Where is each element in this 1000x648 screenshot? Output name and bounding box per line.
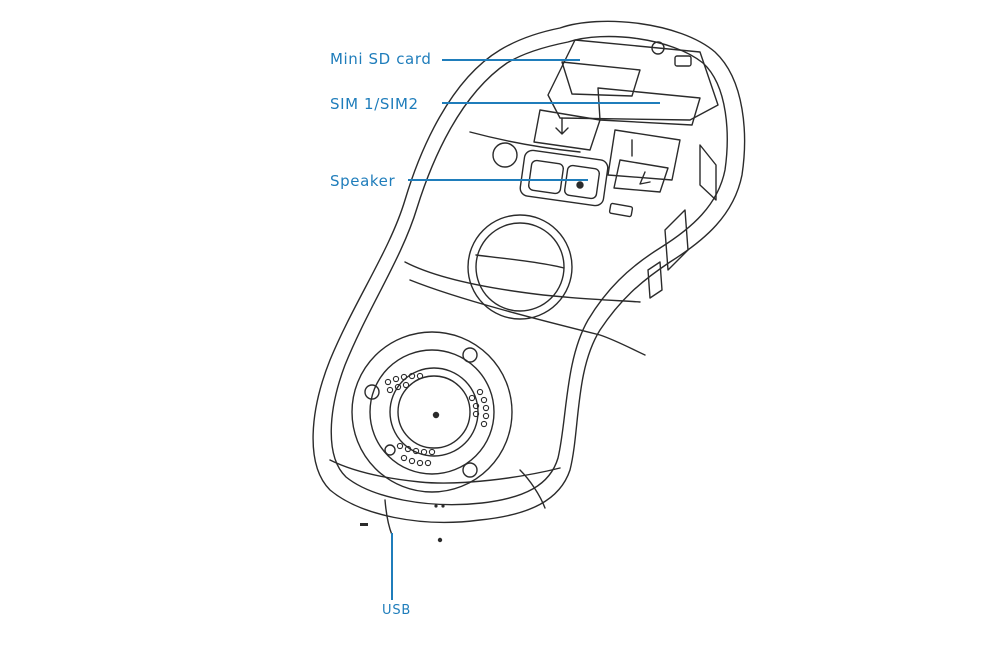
charge-pad-center	[432, 411, 440, 419]
round-pad-outer	[467, 214, 573, 320]
speaker-housing	[519, 149, 609, 207]
speaker-inner-left	[528, 159, 564, 195]
bottom-cap-line-2	[384, 499, 393, 536]
callout-speaker: Speaker	[330, 172, 396, 190]
callout-usb: USB	[382, 603, 412, 618]
sim-card-shape	[597, 87, 701, 126]
side-slot-2	[664, 209, 689, 271]
screw	[462, 347, 478, 363]
switch-icon	[608, 202, 634, 218]
button-circle	[492, 142, 518, 168]
top-tab	[674, 55, 692, 67]
tray-inner	[533, 109, 601, 151]
sim-slot-2b	[613, 159, 669, 193]
charge-pad-outer	[351, 331, 513, 493]
lower-band-2	[409, 279, 646, 356]
bottom-cap-line-3	[519, 469, 546, 509]
callout-sim: SIM 1/SIM2	[330, 95, 419, 113]
charge-pad-mid	[369, 349, 495, 475]
callout-sd-card: Mini SD card	[330, 50, 432, 68]
speaker-dot	[576, 181, 584, 189]
arrow-icon-3	[639, 171, 651, 185]
screw	[462, 462, 478, 478]
arrow-icon	[555, 117, 569, 135]
charge-pad-ring	[389, 367, 479, 457]
charge-pad-ring-2	[397, 375, 471, 449]
device-body-inner-rim	[330, 35, 728, 506]
lower-band	[404, 261, 641, 303]
screw	[364, 384, 380, 400]
screw	[384, 444, 396, 456]
contact-dots	[384, 372, 490, 467]
sd-card-shape	[561, 61, 641, 97]
bottom-cap-line	[329, 459, 561, 484]
sim-slot-2	[607, 129, 681, 181]
side-slot-1	[699, 144, 717, 201]
round-pad-line	[475, 254, 565, 269]
card-tray	[547, 39, 719, 121]
upper-band	[469, 131, 581, 153]
screw-top	[651, 41, 665, 55]
device-body-outline	[312, 20, 746, 523]
round-pad-inner	[475, 222, 565, 312]
side-slot-3	[647, 261, 663, 299]
